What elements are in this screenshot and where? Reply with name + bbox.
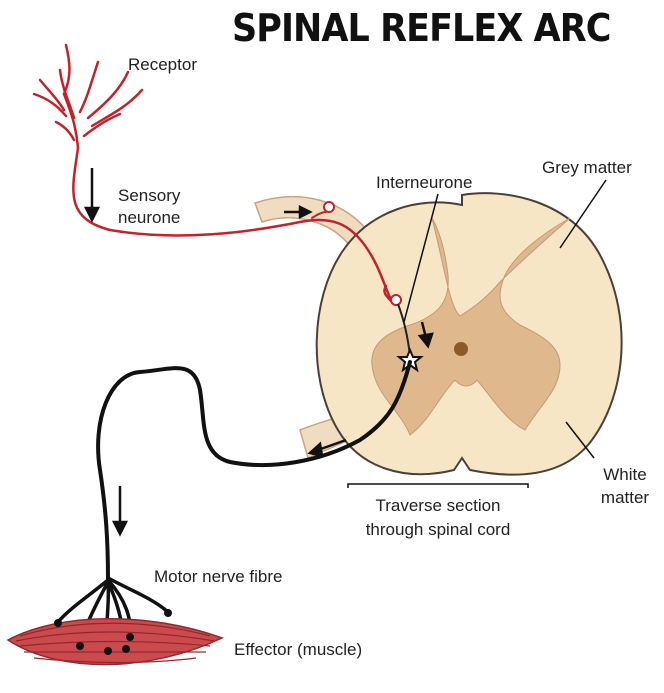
diagram-title: SPINAL REFLEX ARC bbox=[232, 6, 611, 50]
motor-branch bbox=[58, 580, 108, 622]
effector-muscle bbox=[8, 609, 222, 665]
traverse-section-label-line2: through spinal cord bbox=[342, 519, 534, 540]
sensory-neurone-label-line2: neurone bbox=[118, 207, 180, 228]
motor-nerve-fibre-label: Motor nerve fibre bbox=[154, 566, 283, 587]
motor-end-plate bbox=[164, 609, 172, 617]
receptor-dendrite bbox=[88, 72, 128, 118]
motor-end-plate bbox=[126, 633, 134, 641]
central-canal bbox=[454, 342, 468, 356]
motor-end-plate bbox=[104, 647, 112, 655]
receptor-label: Receptor bbox=[128, 54, 197, 75]
receptor-dendrite bbox=[40, 80, 64, 110]
motor-end-plate bbox=[122, 645, 130, 653]
receptor-dendrite bbox=[56, 122, 74, 140]
arrow-icon bbox=[86, 208, 98, 220]
motor-end-plate bbox=[76, 642, 84, 650]
receptor-dendrite bbox=[80, 62, 98, 112]
traverse-section-bracket bbox=[348, 484, 528, 488]
effector-label: Effector (muscle) bbox=[234, 639, 362, 660]
white-matter-label-line2: matter bbox=[592, 487, 658, 508]
traverse-section-label-line1: Traverse section bbox=[342, 495, 534, 516]
sensory-neurone-label-line1: Sensory bbox=[118, 185, 180, 206]
synapse-knob bbox=[391, 295, 401, 305]
receptor-stem bbox=[64, 94, 78, 148]
arrow-icon bbox=[114, 522, 126, 534]
dorsal-root-ganglion bbox=[324, 202, 334, 212]
grey-matter-label: Grey matter bbox=[542, 157, 632, 178]
white-matter-label-line1: White bbox=[592, 464, 658, 485]
motor-end-plate bbox=[54, 619, 62, 627]
interneurone-label: Interneurone bbox=[376, 172, 472, 193]
